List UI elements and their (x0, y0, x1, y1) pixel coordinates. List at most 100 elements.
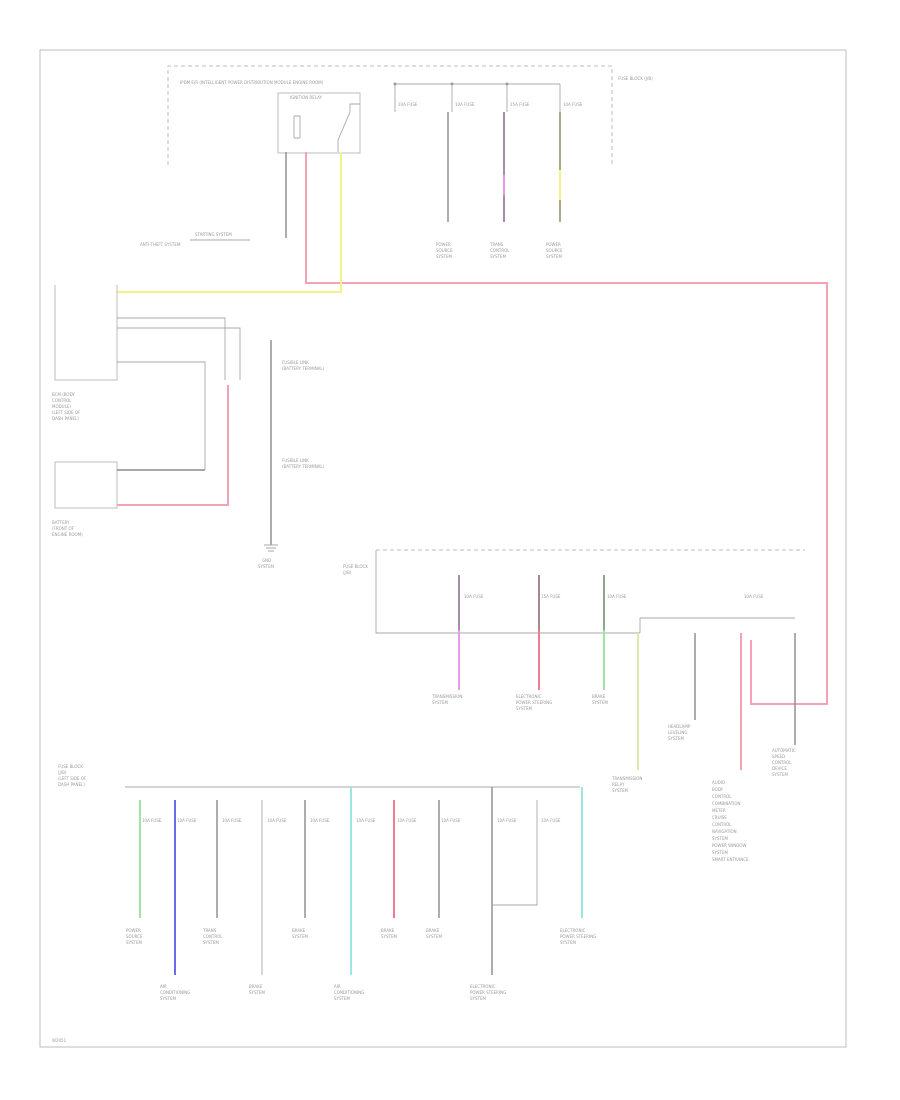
mid-dest-c-1: BRAKE (592, 694, 606, 699)
mid-dest-b-3: SYSTEM (516, 706, 532, 711)
low-dest-8a: BRAKE (426, 928, 440, 933)
low-dest-2b: CONDITIONING (160, 990, 190, 995)
dest-a-line2: SOURCE (436, 248, 453, 253)
fuse-a-label: 10A FUSE (398, 102, 418, 107)
mid-dest-f-3: CONTROL (772, 760, 792, 765)
mid-dest-f-4: DEVICE (772, 766, 787, 771)
low-dest-4b: SYSTEM (249, 990, 265, 995)
lower-title-2: (J/B) (58, 770, 67, 775)
dest-b-line2: CONTROL (490, 248, 510, 253)
fuse-c-label: 15A FUSE (510, 102, 530, 107)
mid-bus (639, 617, 795, 633)
mid-wire-cores (458, 575, 605, 630)
fuse-d-label: 10A FUSE (563, 102, 583, 107)
low-fuse-2: 10A FUSE (177, 818, 197, 823)
bcm-label-4: (LEFT SIDE OF (52, 410, 81, 415)
mid-dest-e-2: RELAY (612, 782, 625, 787)
fuse-b-label: 10A FUSE (455, 102, 475, 107)
low-dest-5a: BRAKE (292, 928, 306, 933)
dest-a-line3: SYSTEM (436, 254, 452, 259)
ground-sublabel: SYSTEM (258, 564, 274, 569)
mid-dest-e-1: TRANSMISSION (611, 776, 642, 781)
big-dest-6: CRUISE (712, 815, 727, 820)
big-dest-7: CONTROL (712, 822, 732, 827)
lower-title-4: DASH PANEL) (58, 782, 85, 787)
diagram-border (39, 49, 847, 1048)
low-dest-7b: SYSTEM (381, 934, 397, 939)
low-fuse-3: 10A FUSE (222, 818, 242, 823)
mid-dest-d-2: LEVELING (668, 730, 688, 735)
big-dest-5: METER (712, 808, 726, 813)
mid-title-2: (J/B) (343, 570, 352, 575)
bcm-label-2: CONTROL (52, 398, 72, 403)
low-dest-10c: SYSTEM (560, 940, 576, 945)
low-dest-7a: BRAKE (381, 928, 395, 933)
mid-dest-f-2: SPEED (772, 754, 785, 759)
dest-c-line1: POWER (546, 242, 561, 247)
big-dest-1: AUDIO (712, 780, 725, 785)
low-dest-4a: BRAKE (249, 984, 263, 989)
mid-dest-d-3: SYSTEM (668, 736, 684, 741)
dest-b-line3: SYSTEM (490, 254, 506, 259)
bcm-wire-2 (117, 327, 241, 380)
mid-dest-f-5: SYSTEM (772, 772, 788, 777)
low-dest-9a: ELECTRONIC (470, 984, 496, 989)
low-dest-3b: CONTROL (203, 934, 223, 939)
low-dest-6b: CONDITIONING (334, 990, 364, 995)
mid-fuse-d-label: 10A FUSE (744, 594, 764, 599)
fusible-label-2: (BATTERY TERMINAL) (282, 366, 325, 371)
dest-c-line2: SOURCE (546, 248, 563, 253)
low-fuse-9: 10A FUSE (497, 818, 517, 823)
low-fuse-1: 10A FUSE (142, 818, 162, 823)
bcm-label-1: BCM (BODY (52, 392, 75, 397)
big-dest-10: POWER WINDOW (712, 843, 746, 848)
bcm-label-5: DASH PANEL) (52, 416, 79, 421)
fusible-label-4: (BATTERY TERMINAL) (282, 464, 325, 469)
fusible-label-3: FUSIBLE LINK (282, 458, 309, 463)
relay-coil (293, 115, 301, 139)
mid-dest-a-2: SYSTEM (432, 700, 448, 705)
mid-fuse-b-label: 15A FUSE (541, 594, 561, 599)
low-fuse-6: 10A FUSE (356, 818, 376, 823)
mid-title-1: FUSE BLOCK (343, 564, 368, 569)
low-fuse-10: 10A FUSE (541, 818, 561, 823)
low-fuse-8: 10A FUSE (441, 818, 461, 823)
bcm-label-3: MODULE) (52, 404, 71, 409)
ignition-relay-label: IGNITION RELAY (290, 95, 323, 100)
low-dest-3a: TRANS (202, 928, 217, 933)
low-dest-9b: POWER STEERING (470, 990, 506, 995)
lower-title-3: (LEFT SIDE OF (58, 776, 87, 781)
mid-dest-a-1: TRANSMISSION (431, 694, 462, 699)
big-dest-8: NAVIGATION (712, 829, 737, 834)
low-dest-6c: SYSTEM (334, 996, 350, 1001)
dest-a-line1: POWER (436, 242, 451, 247)
ipdm-title: IPDM E/R (INTELLIGENT POWER DISTRIBUTION… (180, 80, 324, 85)
ipdm-right-label: FUSE BLOCK (J/B) (618, 76, 653, 81)
big-dest-11: SYSTEM (712, 850, 728, 855)
ground-label: GND (262, 558, 271, 563)
low-wire-9b (492, 800, 538, 906)
mid-box-frame (375, 550, 640, 634)
low-dest-9c: SYSTEM (470, 996, 486, 1001)
mid-fuse-c-label: 10A FUSE (607, 594, 627, 599)
dest-c-line3: SYSTEM (546, 254, 562, 259)
low-dest-3c: SYSTEM (203, 940, 219, 945)
low-dest-2a: AIR (160, 984, 167, 989)
low-dest-2c: SYSTEM (160, 996, 176, 1001)
relay-switch (337, 103, 360, 152)
low-fuse-4: 10A FUSE (267, 818, 287, 823)
mid-dest-e-3: SYSTEM (612, 788, 628, 793)
mid-fuse-a-label: 10A FUSE (464, 594, 484, 599)
low-dest-1b: SOURCE (126, 934, 143, 939)
mid-dest-b-2: POWER STEERING (516, 700, 552, 705)
anti-theft-label: ANTI-THEFT SYSTEM (140, 242, 181, 247)
battery-label-3: ENGINE ROOM) (52, 532, 83, 537)
low-dest-8b: SYSTEM (426, 934, 442, 939)
big-dest-4: COMBINATION (712, 801, 741, 806)
lower-title-1: FUSE BLOCK (58, 764, 83, 769)
fusible-label-1: FUSIBLE LINK (282, 360, 309, 365)
low-dest-1c: SYSTEM (126, 940, 142, 945)
low-fuse-7: 10A FUSE (397, 818, 417, 823)
wire-relay-yellow (117, 152, 342, 293)
